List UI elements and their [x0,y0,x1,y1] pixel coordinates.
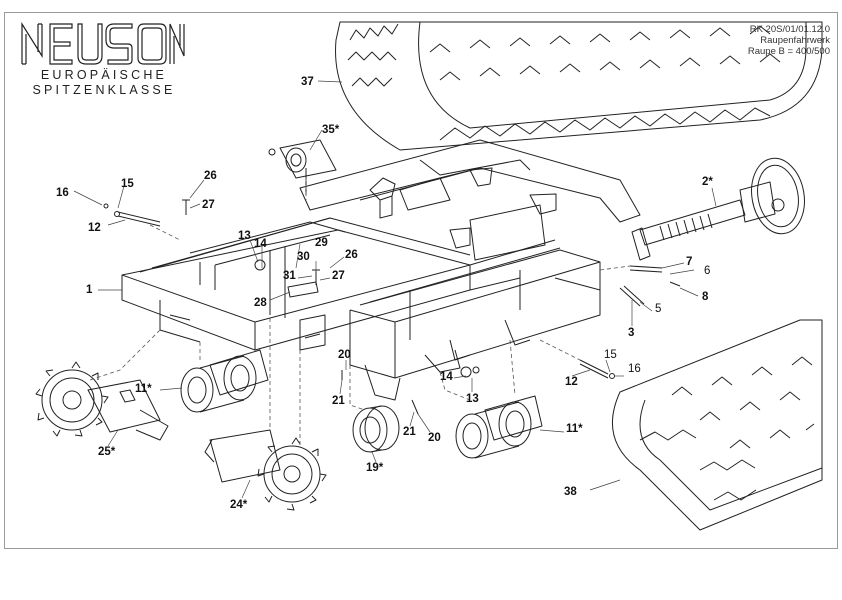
callout-13-upper: 13 [238,230,251,242]
callout-14-lower: 14 [440,371,453,383]
callout-7: 7 [686,256,693,268]
callout-26-middle: 26 [345,249,358,261]
callout-15-right: 15 [604,349,617,361]
assembly-guide-lines [89,178,631,445]
motor-mount-top [268,139,337,195]
callout-14-upper: 14 [254,238,267,250]
callout-rubber-track-bottom: 38 [564,486,577,498]
callout-3: 3 [628,327,635,339]
document-reference: RK 20S/01/01.12.0 Raupenfahrwerk Raupe B… [748,24,830,57]
callout-single-roller: 19* [366,462,384,474]
callout-31: 31 [283,270,296,282]
callout-15-left: 15 [121,178,134,190]
track-tensioner [631,157,805,261]
neuson-logo-graphic [21,22,185,65]
callout-12-right: 12 [565,376,578,388]
callout-frame: 1 [86,284,93,296]
callout-26-top: 26 [204,170,217,182]
callout-roller-left: 11* [135,383,152,395]
callout-27-middle: 27 [332,270,345,282]
callout-8: 8 [702,291,709,303]
callout-roller-right: 11* [566,423,583,435]
rubber-track-bottom [612,319,823,531]
sheet-frame [4,12,838,549]
callout-29: 29 [315,237,328,249]
callout-13-lower: 13 [466,393,479,405]
callout-drive-motor-left: 25* [98,446,116,458]
rubber-track-top [335,21,823,151]
callout-30: 30 [297,251,310,263]
callout-rubber-track-top: 37 [301,76,314,88]
callout-28: 28 [254,297,267,309]
callout-16-right: 16 [628,363,641,375]
callout-drive-motor-right: 24* [230,499,248,511]
callout-21-left: 21 [332,395,345,407]
neuson-logo [20,22,190,66]
roller-pair-right [455,395,543,459]
callout-20-left: 20 [338,349,351,361]
callout-track-tensioner: 2* [702,176,713,188]
roller-pair-left [180,349,269,413]
drive-motor-right [204,429,327,511]
undercarriage-frame [121,139,641,401]
pins-and-fasteners [103,199,681,415]
callout-21-right: 21 [403,426,416,438]
drive-motor-left [35,361,169,441]
reference-title: Raupenfahrwerk [760,35,830,46]
tagline-line-1: EUROPÄISCHE [40,68,168,82]
callout-6: 6 [704,265,711,277]
callout-motor-mount: 35* [322,124,340,136]
callout-5: 5 [655,303,662,315]
reference-number: RK 20S/01/01.12.0 [749,24,830,35]
track-roller-single [352,405,400,453]
callout-27-top: 27 [202,199,215,211]
tagline-line-2: SPITZENKLASSE [32,83,176,97]
reference-track-width: Raupe B = 400/500 [747,46,830,57]
callout-leaders [73,80,717,499]
callout-12-left: 12 [88,222,101,234]
callout-16-left: 16 [56,187,69,199]
callout-20-right: 20 [428,432,441,444]
